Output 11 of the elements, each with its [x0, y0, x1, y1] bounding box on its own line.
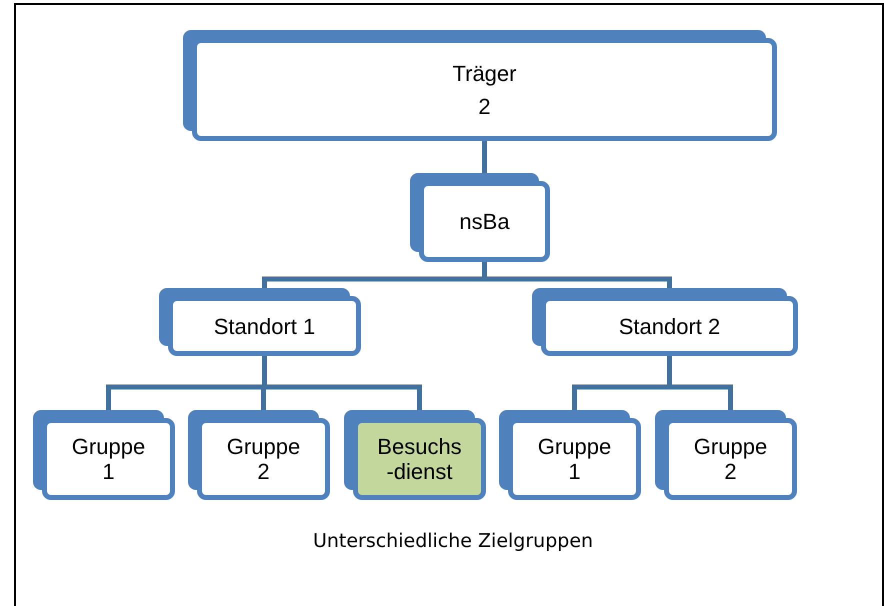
box-label: Träger: [452, 60, 516, 86]
box-label: Gruppe 1: [70, 434, 146, 484]
box-label: Gruppe 1: [536, 434, 612, 484]
box-label: Standort 2: [618, 314, 720, 338]
box-label: Gruppe 2: [226, 434, 302, 484]
box-label: Besuchs -dienst: [376, 434, 462, 484]
box-label: nsBa: [459, 209, 510, 234]
caption-text: Unterschiedliche Zielgruppen: [312, 529, 594, 554]
box-label: Gruppe 2: [692, 434, 768, 484]
box-label: Standort 1: [214, 314, 316, 338]
box-label: 2: [478, 94, 491, 118]
